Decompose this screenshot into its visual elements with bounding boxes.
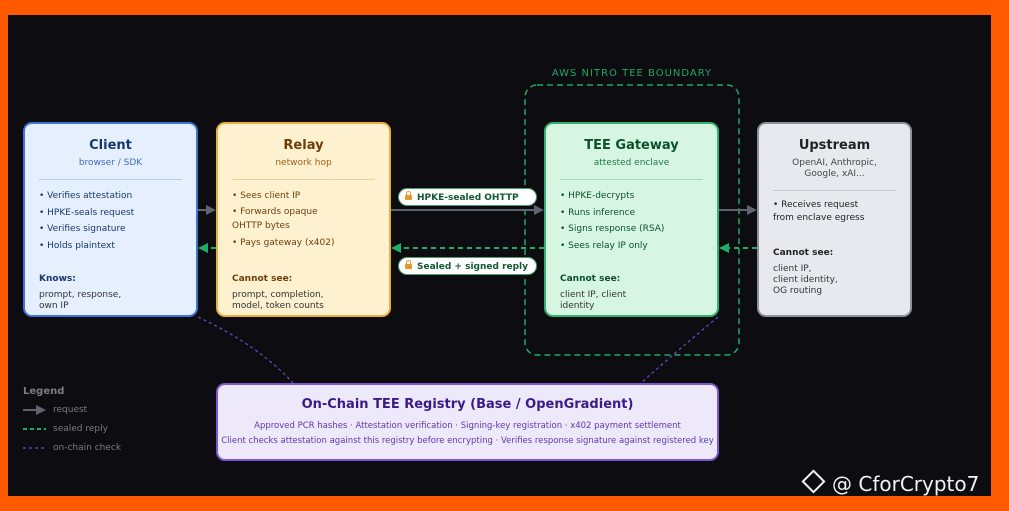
watermark-text: @ CforCrypto7 — [832, 472, 980, 496]
upstream-separator — [773, 190, 896, 191]
upstream-section-label: Cannot see: — [773, 248, 834, 258]
client-bullet: • Verifies signature — [39, 224, 126, 234]
request-pill-label: HPKE-sealed OHTTP — [417, 193, 519, 203]
onchain-check-client — [197, 316, 294, 384]
upstream-section-text: client IP, client identity, OG routing — [773, 264, 838, 297]
relay-cannot-see-line: model, token counts — [232, 301, 324, 311]
upstream-cannot-see-line: OG routing — [773, 286, 823, 296]
relay-bullet: • Sees client IP — [232, 191, 301, 201]
client-section-label: Knows: — [39, 274, 76, 284]
lock-icon — [405, 260, 412, 269]
registry-box: On-Chain TEE Registry (Base / OpenGradie… — [216, 383, 719, 461]
relay-subtitle: network hop — [275, 158, 332, 168]
upstream-box: Upstream OpenAI, Anthropic, Google, xAI.… — [757, 122, 912, 317]
client-knows-line: own IP — [39, 301, 69, 311]
upstream-subtitle: OpenAI, Anthropic, Google, xAI... — [759, 158, 910, 180]
client-bullets: • Verifies attestation • HPKE-seals requ… — [39, 188, 134, 254]
upstream-cannot-see-line: client IP, — [773, 264, 812, 274]
client-subtitle: browser / SDK — [78, 158, 143, 168]
upstream-title: Upstream — [798, 138, 871, 153]
client-separator — [39, 179, 182, 180]
binance-logo-icon — [801, 469, 826, 494]
upstream-subtitle-line: Google, xAI... — [804, 169, 865, 179]
client-bullet: • Holds plaintext — [39, 240, 115, 251]
reply-pill: Sealed + signed reply — [398, 257, 537, 275]
tee-gateway-separator — [560, 179, 703, 180]
tee-gateway-bullets: • HPKE-decrypts • Runs inference • Signs… — [560, 188, 664, 254]
tee-gateway-box: TEE Gateway attested enclave • HPKE-decr… — [544, 122, 719, 317]
watermark: @ CforCrypto7 — [801, 469, 980, 496]
client-section-text: prompt, response, own IP — [39, 290, 121, 312]
client-box: Client browser / SDK • Verifies attestat… — [23, 122, 198, 317]
tee-gateway-subtitle: attested enclave — [593, 158, 670, 168]
registry-line-2: Client checks attestation against this r… — [221, 436, 714, 446]
client-bullet: • HPKE-seals request — [39, 207, 135, 218]
enclave-boundary — [524, 84, 740, 356]
diagram-canvas: AWS NITRO TEE BOUNDARY Client browser / … — [8, 15, 991, 496]
upstream-subtitle-line: OpenAI, Anthropic, — [792, 158, 877, 168]
tee-gateway-bullet: • Sees relay IP only — [560, 240, 648, 251]
relay-bullet: • Forwards opaque — [232, 207, 318, 217]
client-bullet: • Verifies attestation — [39, 191, 133, 201]
legend-title: Legend — [23, 386, 65, 397]
relay-cannot-see-line: prompt, completion, — [232, 290, 324, 300]
lock-icon — [405, 191, 412, 200]
relay-separator — [232, 179, 375, 180]
registry-line-1: Approved PCR hashes · Attestation verifi… — [254, 421, 681, 431]
relay-bullet: OHTTP bytes — [232, 221, 290, 231]
tee-cannot-see-line: identity — [560, 301, 595, 311]
request-pill: HPKE-sealed OHTTP — [398, 188, 537, 206]
relay-bullet: • Pays gateway (x402) — [232, 238, 335, 248]
legend-item-onchain-check: on-chain check — [53, 443, 122, 453]
tee-gateway-title: TEE Gateway — [584, 138, 679, 153]
upstream-bullet: from enclave egress — [773, 213, 865, 223]
tee-gateway-section-text: client IP, client identity — [560, 290, 626, 312]
upstream-cannot-see-line: client identity, — [773, 275, 838, 285]
tee-gateway-bullet: • Runs inference — [560, 207, 636, 218]
registry-title: On-Chain TEE Registry (Base / OpenGradie… — [301, 397, 634, 412]
upstream-bullet: • Receives request — [773, 200, 859, 210]
legend-item-sealed-reply: sealed reply — [53, 424, 108, 434]
relay-box: Relay network hop • Sees client IP • For… — [216, 122, 391, 317]
onchain-check-tee — [640, 316, 719, 384]
tee-gateway-bullet: • HPKE-decrypts — [560, 191, 635, 201]
client-knows-line: prompt, response, — [39, 290, 122, 300]
connector-layer — [23, 84, 757, 449]
enclave-boundary-label: AWS NITRO TEE BOUNDARY — [551, 68, 713, 79]
relay-section-text: prompt, completion, model, token counts — [232, 290, 324, 312]
relay-title: Relay — [283, 138, 324, 153]
reply-pill-label: Sealed + signed reply — [417, 262, 529, 272]
client-title: Client — [89, 138, 132, 153]
tee-cannot-see-line: client IP, client — [560, 290, 627, 300]
upstream-bullets: • Receives request from enclave egress — [773, 199, 864, 225]
tee-gateway-bullet: • Signs response (RSA) — [560, 224, 665, 234]
relay-section-label: Cannot see: — [232, 274, 293, 284]
legend-item-request: request — [53, 405, 88, 415]
tee-gateway-section-label: Cannot see: — [560, 274, 621, 284]
